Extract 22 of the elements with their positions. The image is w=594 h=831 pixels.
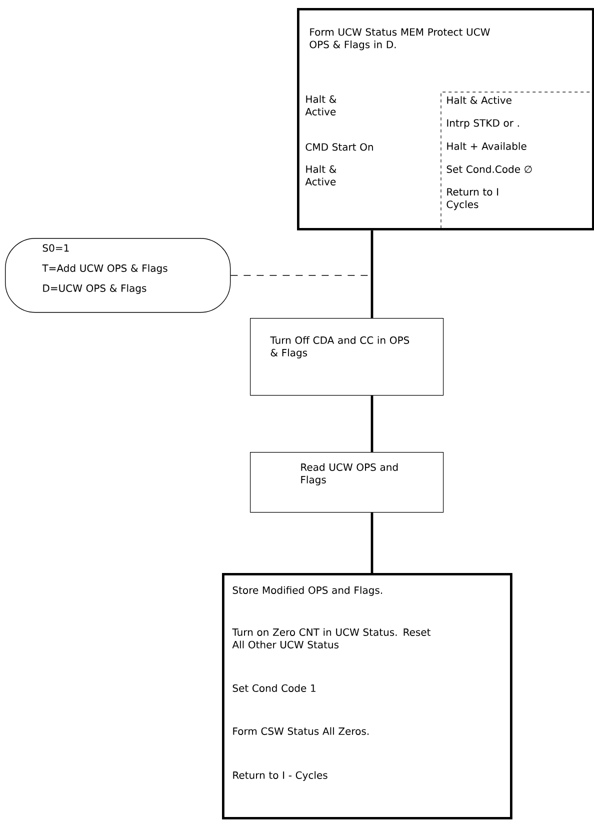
node-text: Form CSW Status All Zeros. [233, 727, 369, 735]
connector-line [370, 396, 374, 452]
node-text: D=UCW OPS & Flags [43, 284, 146, 294]
node-text: Halt + Available [447, 142, 526, 150]
connector-line [370, 230, 374, 318]
node-text: Halt & Active [305, 165, 336, 186]
node-text: CMD Start On [306, 143, 373, 151]
node-text: Turn on Zero CNT in UCW Status. Reset All Other UCW Status [232, 628, 430, 648]
node-text: Set Cond Code 1 [232, 684, 316, 692]
node-text: Store Modified OPS and Flags. [232, 586, 382, 596]
node-text: Return to I Cycles [446, 188, 498, 210]
node-text: Form UCW Status MEM Protect UCW OPS & Flags in D. [310, 28, 490, 50]
connector-line [370, 512, 374, 573]
node-text: Turn Off CDA and CC in OPS & Flags [270, 336, 410, 358]
node-text: Read UCW OPS and Flags [301, 463, 398, 486]
node-text: Intrp STKD or . [447, 119, 519, 129]
node-text: S0=1 [42, 244, 69, 252]
node-text: Set Cond.Code ∅ [446, 165, 532, 173]
node-text: T=Add UCW OPS & Flags [42, 264, 168, 274]
node-text: Halt & Active [447, 96, 512, 104]
node-text: Return to I - Cycles [233, 771, 328, 781]
node-text: Halt & Active [305, 95, 336, 116]
